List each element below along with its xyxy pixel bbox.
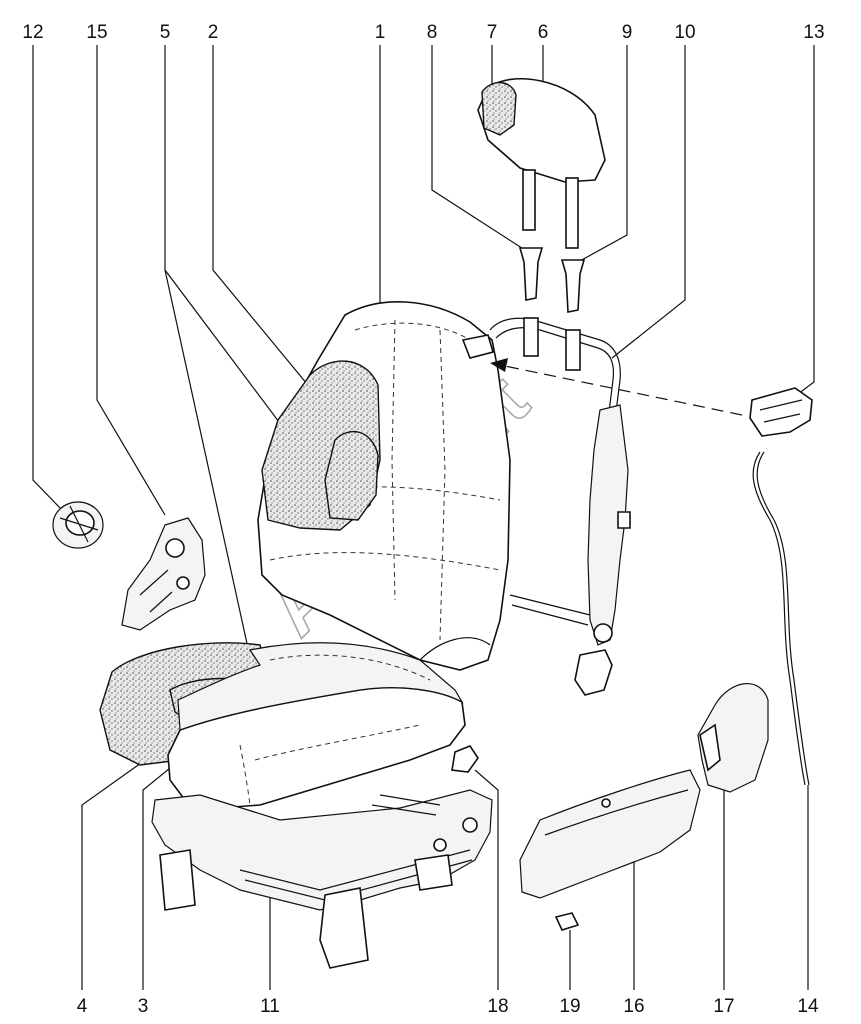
callout-10: 10 (674, 22, 695, 43)
callout-5: 5 (160, 22, 171, 43)
seat-cushion-part (99, 642, 466, 809)
callout-11: 11 (260, 996, 280, 1017)
callout-14: 14 (797, 996, 819, 1017)
callout-labels-top: 12 15 5 2 1 8 7 6 9 10 13 (22, 22, 824, 43)
callout-8: 8 (427, 22, 438, 43)
callout-12: 12 (22, 22, 43, 43)
leader-lines (32, 45, 815, 990)
callout-16: 16 (623, 996, 644, 1017)
back-foam-pad-part (261, 360, 381, 531)
trim-clip-part (554, 912, 580, 931)
callout-17: 17 (713, 996, 734, 1017)
callout-2: 2 (208, 22, 219, 43)
callout-1: 1 (375, 22, 386, 43)
headrest-part (477, 77, 606, 249)
callout-6: 6 (538, 22, 549, 43)
adjuster-knob-part (52, 501, 104, 549)
headrest-guide-part (518, 247, 586, 313)
callout-13: 13 (803, 22, 824, 43)
back-frame-part (489, 317, 631, 696)
callout-19: 19 (559, 996, 580, 1017)
side-trim-bracket-part (121, 517, 206, 631)
side-trim-panel-part (519, 769, 701, 899)
recliner-cover-part (697, 683, 769, 793)
callout-9: 9 (622, 22, 633, 43)
seat-frame-part (151, 789, 493, 969)
arrow-head-icon (490, 358, 508, 372)
callout-3: 3 (138, 996, 149, 1017)
callout-18: 18 (487, 996, 508, 1017)
backrest-latch-part (461, 334, 813, 437)
callout-4: 4 (77, 996, 88, 1017)
release-cable-part (752, 451, 810, 786)
callout-labels-bottom: 4 3 11 18 19 16 17 14 (77, 996, 819, 1017)
callout-7: 7 (487, 22, 498, 43)
adjustment-handle-part (451, 745, 479, 773)
callout-15: 15 (86, 22, 107, 43)
